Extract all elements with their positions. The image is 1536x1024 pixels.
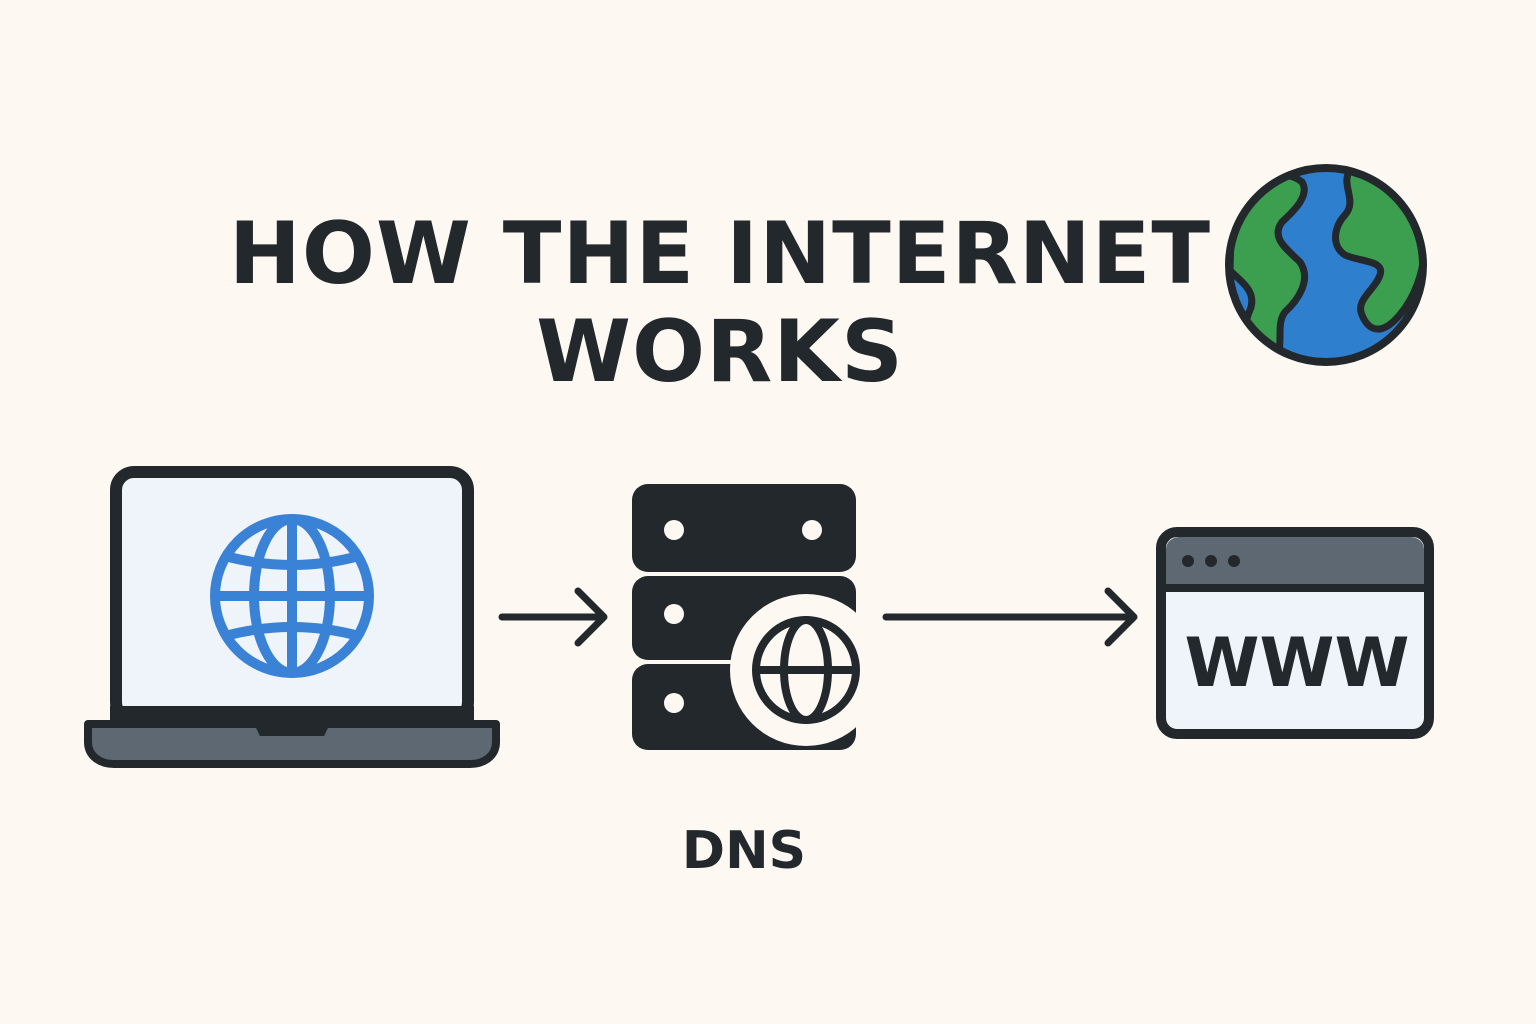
server-icon xyxy=(632,484,860,750)
globe-icon xyxy=(210,514,374,678)
www-text: WWW xyxy=(1184,624,1409,703)
arrow-laptop-to-dns xyxy=(498,587,608,647)
dns-label: DNS xyxy=(682,821,806,881)
laptop-icon xyxy=(84,466,500,768)
earth-icon xyxy=(1225,164,1427,366)
title-line-2: WORKS xyxy=(536,302,904,402)
title-line-1: HOW THE INTERNET xyxy=(228,204,1212,304)
page-title: HOW THE INTERNET WORKS xyxy=(180,205,1260,401)
arrow-dns-to-browser xyxy=(882,587,1138,647)
browser-window-icon: WWW xyxy=(1156,527,1434,739)
globe-icon xyxy=(752,616,860,724)
